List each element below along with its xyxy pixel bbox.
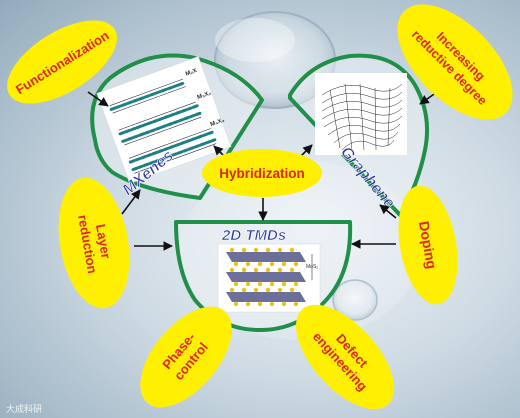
arrow-functionalization-to-mxenes	[87, 91, 109, 107]
bubble-hybridization: Hybridization	[202, 149, 322, 197]
bubble-phase-control: Phase- control	[140, 306, 232, 408]
tmds-panel: 2D TMDs MoS₂	[174, 220, 353, 332]
hybridization-label: Hybridization	[219, 166, 305, 181]
layer-label: Layer	[93, 223, 114, 260]
arrow-doping-to-graphene	[379, 204, 397, 219]
mxene-structure-image: M₂X M₃X₂ M₄X₃	[96, 56, 232, 184]
arrow-layer-to-mxenes	[121, 189, 141, 215]
mxene-label-m4x3: M₄X₃	[210, 117, 226, 128]
graphene-structure-image	[315, 73, 407, 155]
bubble-defect-engineering: Defect engineering	[296, 304, 394, 410]
tmd-material-label: MoS₂	[306, 264, 318, 270]
mxene-label-m2x: M₂X	[185, 68, 198, 78]
mxene-label-m3x2: M₃X₂	[197, 90, 213, 101]
bubble-layer-reduction: Layer reduction	[58, 177, 130, 309]
tmds-label: 2D TMDs	[221, 227, 286, 244]
bubble-doping: Doping	[398, 185, 458, 305]
watermark: 大成科研	[6, 403, 42, 415]
tmd-structure-image: MoS₂	[217, 243, 321, 313]
